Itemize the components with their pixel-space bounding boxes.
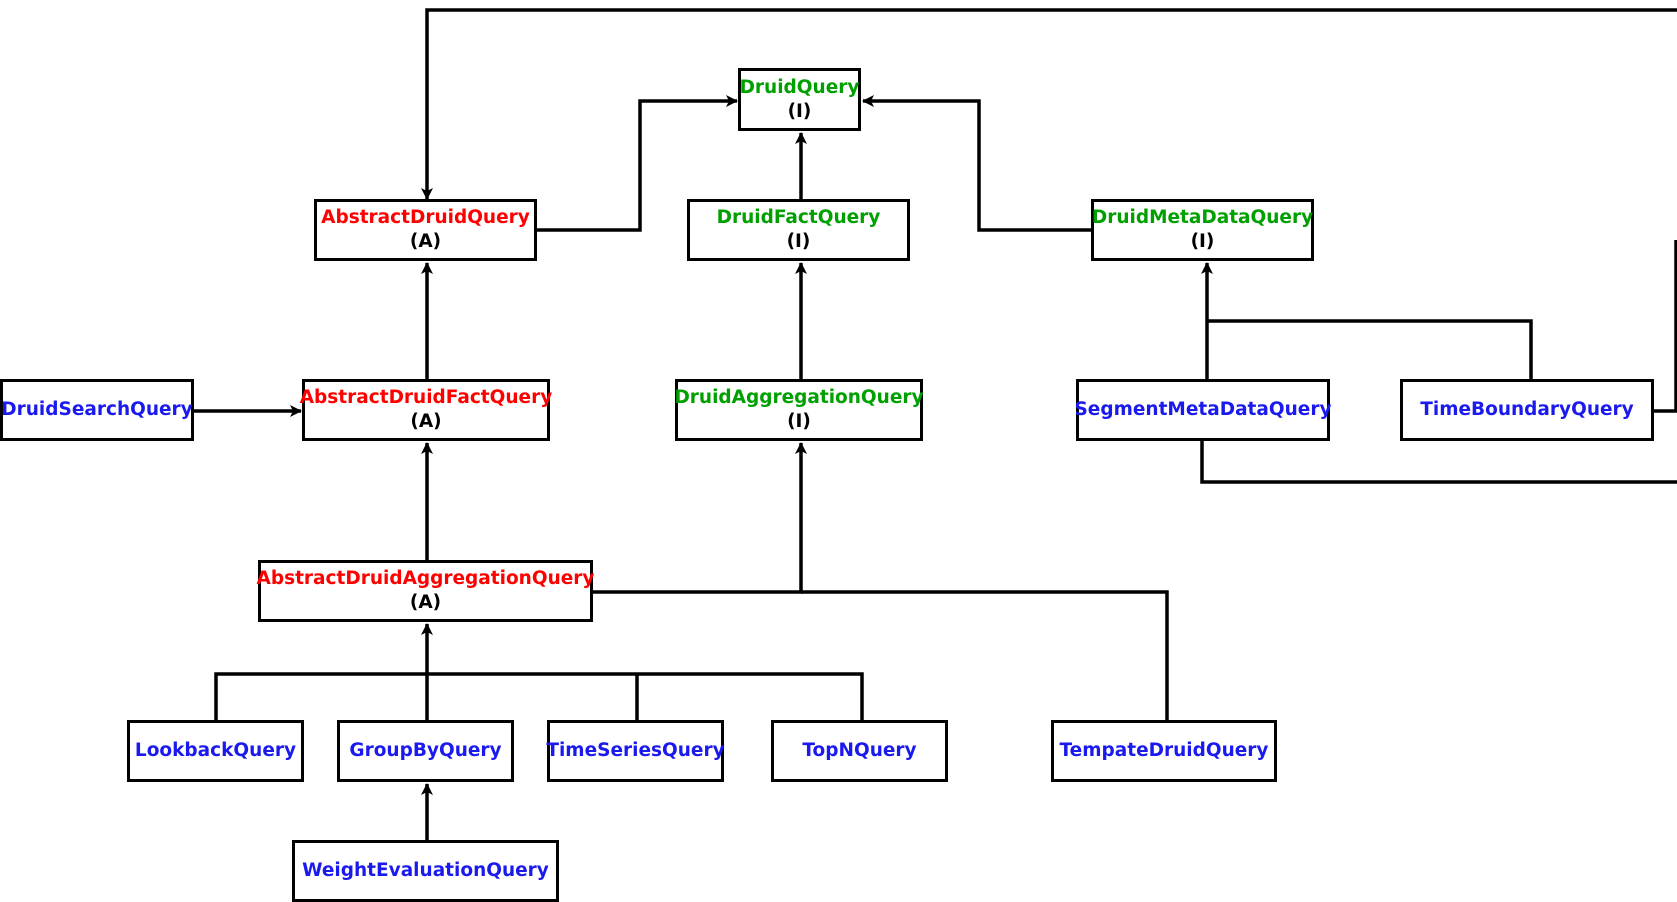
node-druid-metadata-query-kind: (I) xyxy=(1190,231,1215,252)
node-druid-query-name: DruidQuery xyxy=(739,76,860,98)
node-time-series-query: TimeSeriesQuery xyxy=(546,720,725,782)
node-abstract-druid-query: AbstractDruidQuery (A) xyxy=(314,199,537,261)
node-abstract-druid-query-name: AbstractDruidQuery xyxy=(321,207,530,228)
node-weight-evaluation-query-name: WeightEvaluationQuery xyxy=(302,860,549,881)
node-time-boundary-query-name: TimeBoundaryQuery xyxy=(1420,399,1634,420)
node-time-series-query-name: TimeSeriesQuery xyxy=(546,740,725,761)
node-druid-aggregation-query: DruidAggregationQuery (I) xyxy=(674,379,924,441)
node-topn-query: TopNQuery xyxy=(771,720,948,782)
node-druid-query: DruidQuery (I) xyxy=(738,68,861,131)
node-abstract-druid-aggregation-query-name: AbstractDruidAggregationQuery xyxy=(256,568,595,589)
node-segment-metadata-query-name: SegmentMetaDataQuery xyxy=(1074,399,1332,420)
node-lookback-query-name: LookbackQuery xyxy=(134,740,297,761)
node-abstract-druid-fact-query-name: AbstractDruidFactQuery xyxy=(299,387,553,408)
edge-abstract-druid-aggregation-query-to-druid-aggregation-query xyxy=(593,442,807,594)
node-druid-fact-query-name: DruidFactQuery xyxy=(716,207,881,228)
node-topn-query-name: TopNQuery xyxy=(802,740,917,761)
node-abstract-druid-fact-query: AbstractDruidFactQuery (A) xyxy=(299,379,553,441)
node-druid-metadata-query-name: DruidMetaDataQuery xyxy=(1091,207,1314,228)
node-abstract-druid-aggregation-query: AbstractDruidAggregationQuery (A) xyxy=(256,560,595,622)
node-tempate-druid-query-name: TempateDruidQuery xyxy=(1059,740,1269,761)
node-druid-fact-query: DruidFactQuery (I) xyxy=(687,199,910,261)
node-abstract-druid-fact-query-kind: (A) xyxy=(410,411,442,432)
node-druid-search-query: DruidSearchQuery xyxy=(0,379,194,441)
node-lookback-query: LookbackQuery xyxy=(127,720,304,782)
edge-lookback-query-to-aggregation-bus xyxy=(214,672,864,720)
edge-time-boundary-query-to-metadata-bus xyxy=(1207,319,1533,379)
node-druid-search-query-name: DruidSearchQuery xyxy=(1,399,193,420)
node-druid-metadata-query: DruidMetaDataQuery (I) xyxy=(1091,199,1314,261)
node-abstract-druid-query-kind: (A) xyxy=(409,231,442,252)
node-druid-query-kind: (I) xyxy=(787,100,812,122)
node-druid-aggregation-query-name: DruidAggregationQuery xyxy=(674,387,924,408)
node-group-by-query: GroupByQuery xyxy=(337,720,514,782)
edge-druid-metadata-query-to-druid-query xyxy=(862,95,1091,232)
edge-abstract-druid-query-to-druid-query xyxy=(537,95,738,232)
edge-metadata-queries-to-abstract-druid-query xyxy=(421,8,1677,484)
node-group-by-query-name: GroupByQuery xyxy=(349,740,502,761)
node-tempate-druid-query: TempateDruidQuery xyxy=(1051,720,1277,782)
node-abstract-druid-aggregation-query-kind: (A) xyxy=(409,592,442,613)
node-druid-fact-query-kind: (I) xyxy=(786,231,811,252)
node-segment-metadata-query: SegmentMetaDataQuery xyxy=(1074,379,1332,441)
node-time-boundary-query: TimeBoundaryQuery xyxy=(1400,379,1654,441)
node-druid-aggregation-query-kind: (I) xyxy=(787,411,811,432)
node-weight-evaluation-query: WeightEvaluationQuery xyxy=(292,840,559,902)
edge-tempate-druid-query-to-aggregation-bus xyxy=(801,590,1169,720)
